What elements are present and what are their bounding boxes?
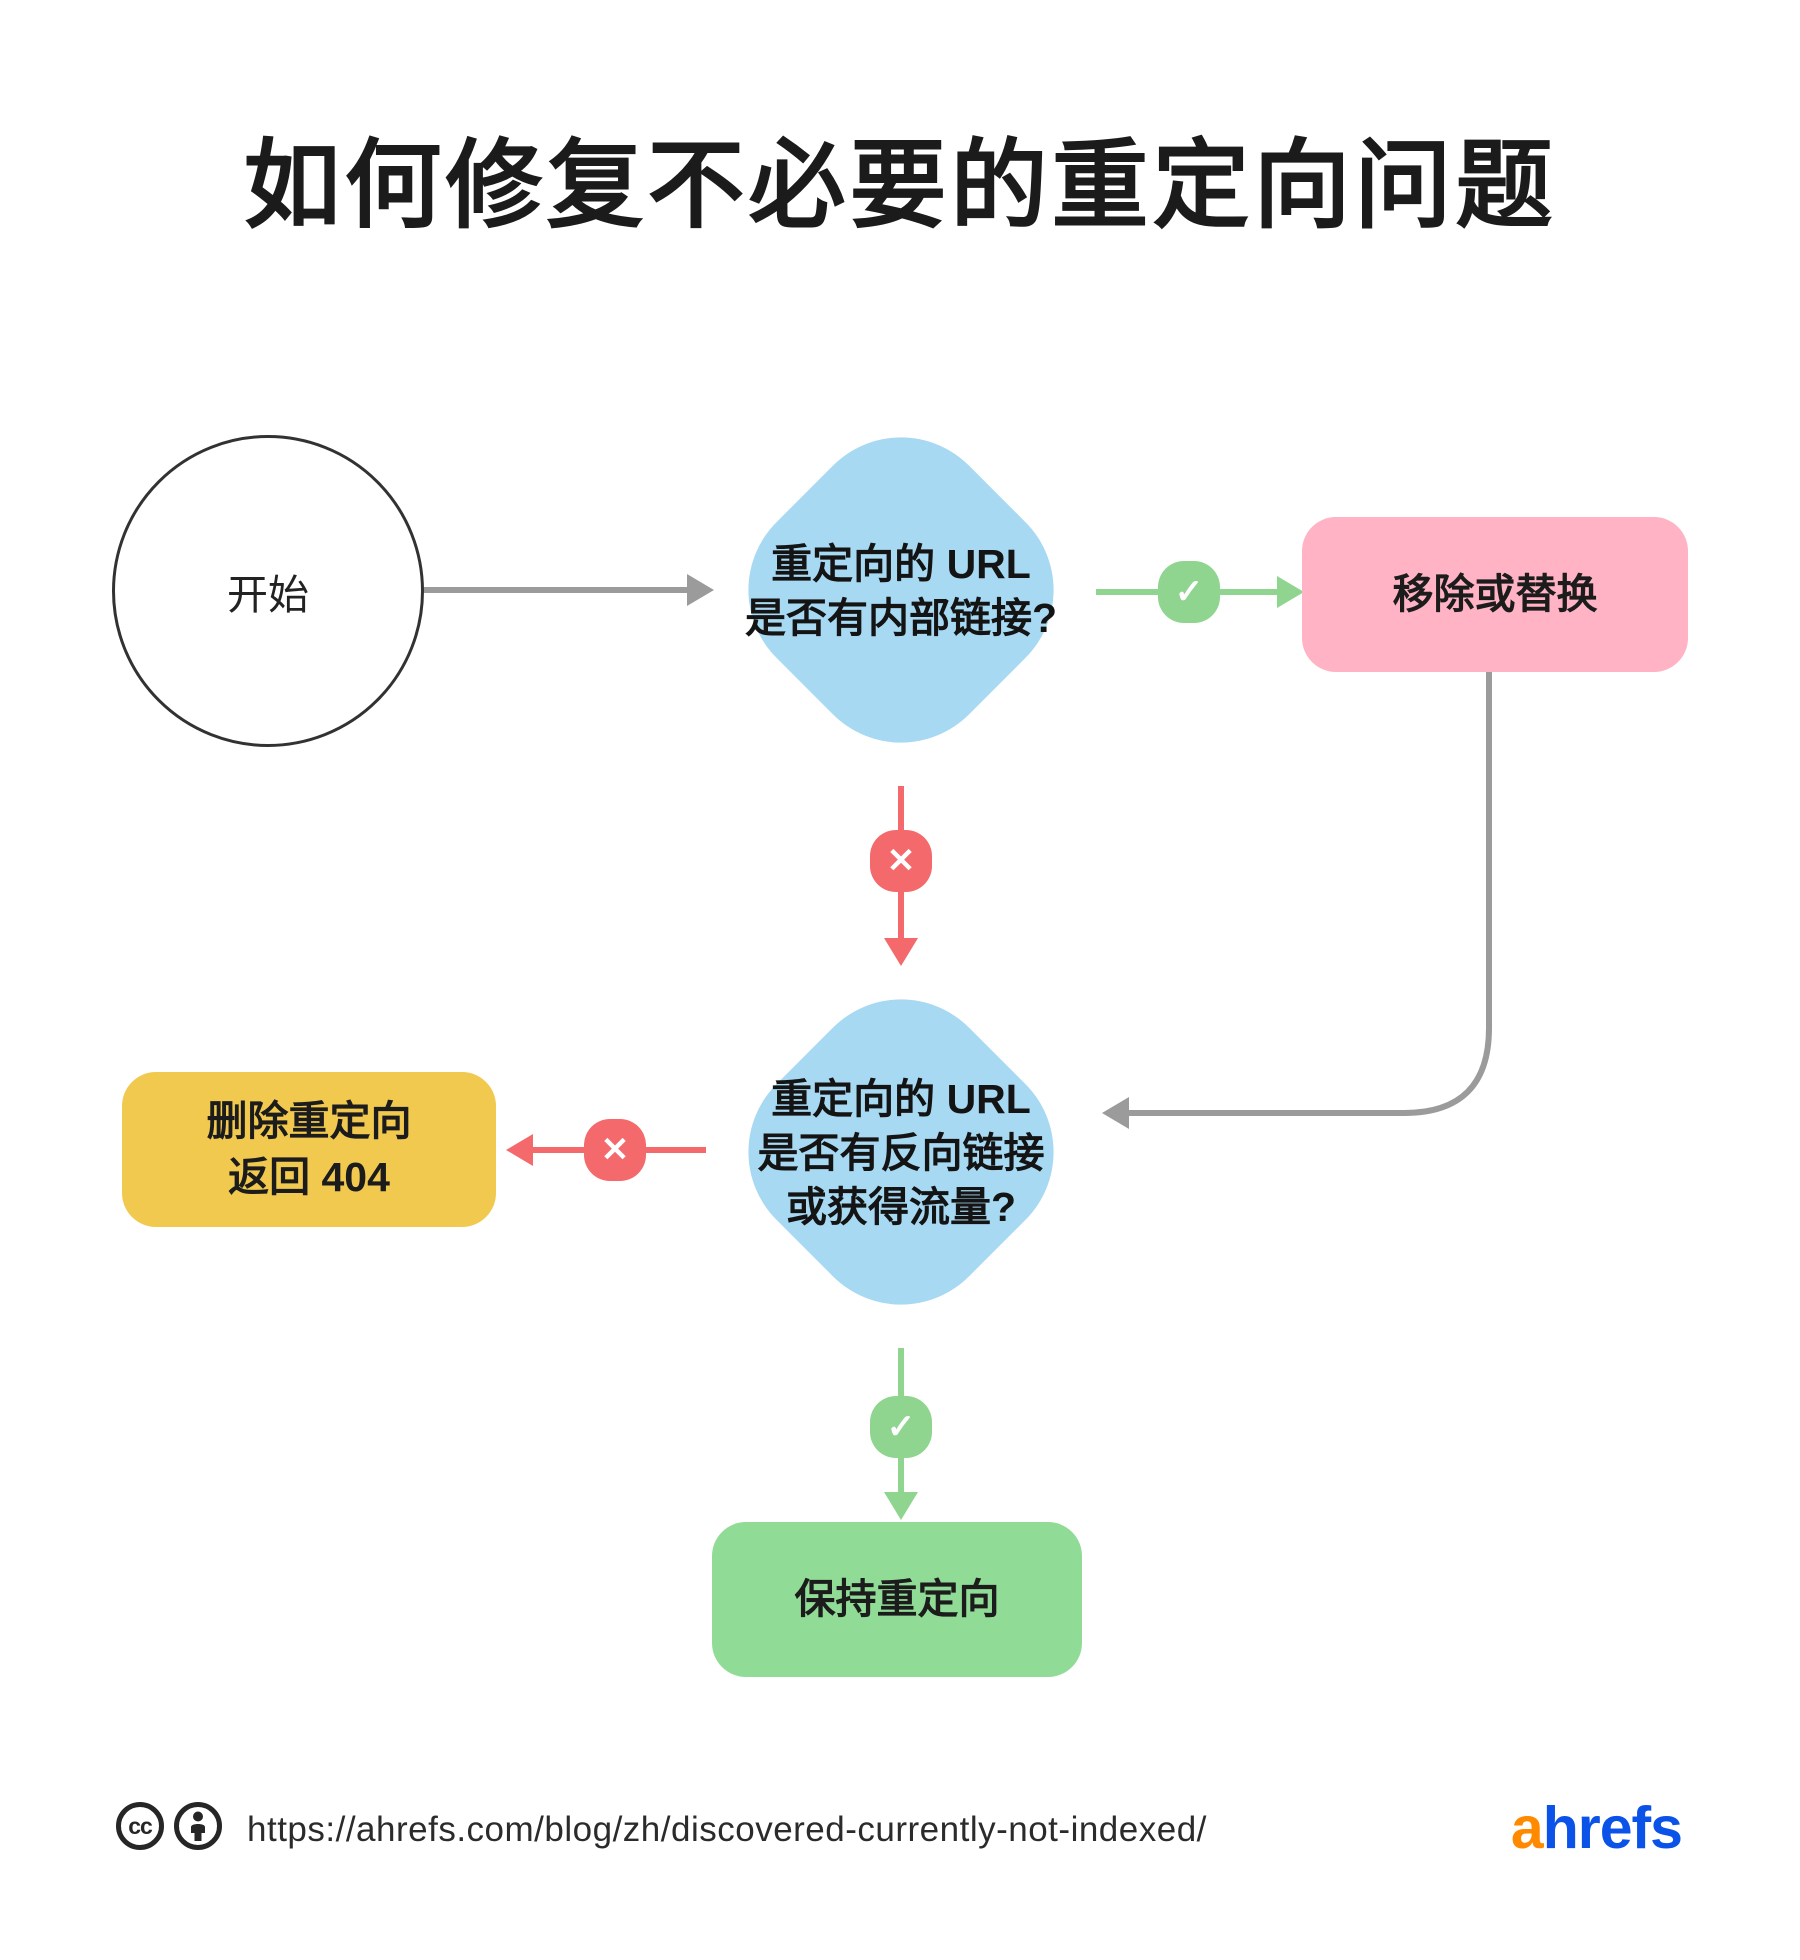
arrow-start-to-q1 bbox=[420, 574, 714, 606]
keep-redirect-node: 保持重定向 bbox=[712, 1522, 1082, 1677]
connector-remove-to-q2 bbox=[1102, 672, 1492, 1129]
cross-icon: ✕ bbox=[870, 830, 932, 892]
ahrefs-logo-a: a bbox=[1510, 1795, 1544, 1861]
start-node: 开始 bbox=[112, 435, 424, 747]
cc-icon-label: cc bbox=[128, 1812, 153, 1839]
page-title: 如何修复不必要的重定向问题 bbox=[243, 131, 1557, 240]
creative-commons-icon: cc bbox=[116, 1802, 164, 1850]
source-url: https://ahrefs.com/blog/zh/discovered-cu… bbox=[247, 1810, 1207, 1849]
remove-or-replace-node: 移除或替换 bbox=[1302, 517, 1688, 672]
ahrefs-logo-hrefs: hrefs bbox=[1542, 1795, 1683, 1861]
start-label: 开始 bbox=[227, 572, 309, 618]
decision-backlinks-traffic-label: 重定向的 URL 是否有反向链接 或获得流量? bbox=[757, 1075, 1045, 1231]
check-icon: ✓ bbox=[1158, 561, 1220, 623]
delete-redirect-404-node: 删除重定向 返回 404 bbox=[122, 1072, 496, 1227]
attribution-icon bbox=[174, 1802, 222, 1850]
check-icon: ✓ bbox=[870, 1396, 932, 1458]
footer: cc https://ahrefs.com/blog/zh/discovered… bbox=[0, 1794, 1800, 1866]
cross-icon: ✕ bbox=[584, 1119, 646, 1181]
decision-internal-links-label: 重定向的 URL 是否有内部链接? bbox=[744, 540, 1058, 641]
attribution-person-glyph bbox=[191, 1811, 205, 1841]
ahrefs-logo: ahrefs bbox=[1510, 1794, 1683, 1862]
